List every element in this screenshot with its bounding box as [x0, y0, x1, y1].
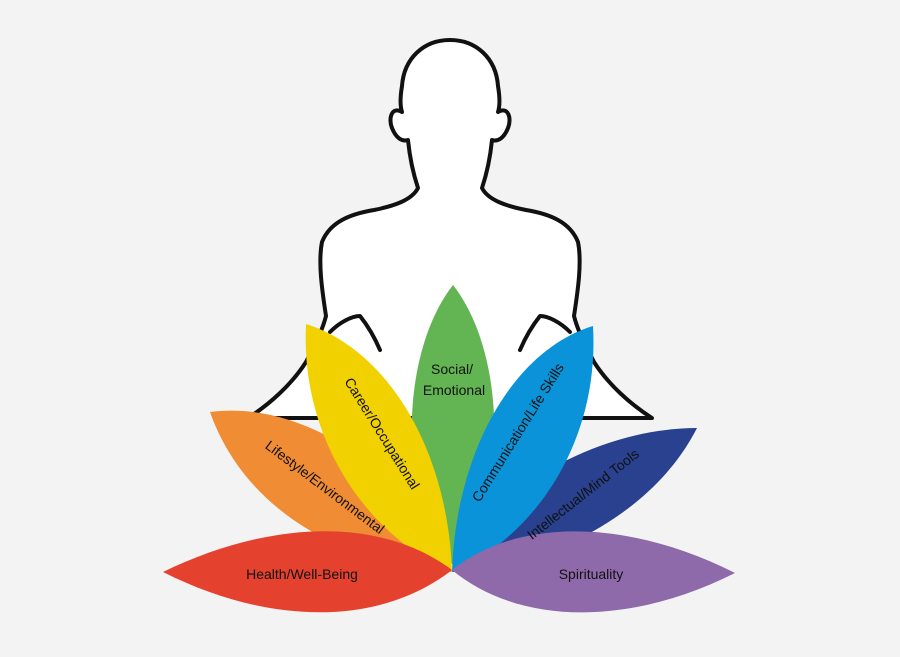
label-health: Health/Well-Being	[246, 566, 358, 582]
figure-right-forearm	[518, 314, 572, 352]
label-spirituality: Spirituality	[559, 566, 624, 582]
petal-spirituality	[452, 531, 735, 613]
petal-intellectual	[452, 428, 697, 572]
label-social-line-2: Emotional	[423, 382, 485, 398]
label-social: Social/ Emotional	[423, 361, 485, 398]
petal-career	[305, 324, 452, 572]
petals	[163, 285, 735, 613]
label-social-line-1: Social/	[431, 361, 473, 377]
petal-communication	[452, 326, 594, 572]
petal-health	[163, 531, 452, 613]
figure-left-forearm	[328, 314, 382, 352]
